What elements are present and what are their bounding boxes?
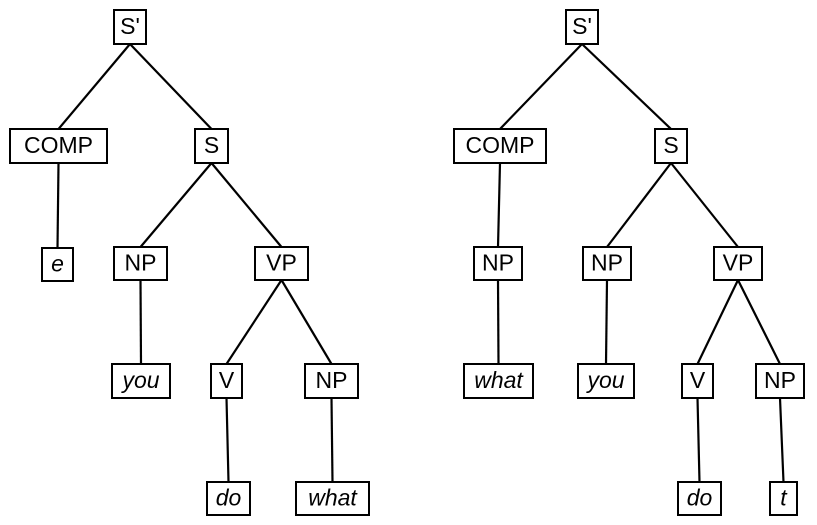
- node-label-L-VP: VP: [266, 250, 297, 276]
- node-label-L-you: you: [120, 367, 159, 393]
- node-label-L-what: what: [308, 485, 358, 511]
- tree-node-R-NP0[interactable]: NP: [472, 245, 524, 282]
- node-box-R-what: [462, 362, 535, 400]
- branch-line-R-NP2-to-R-t: [778, 397, 785, 483]
- node-label-R-VP: VP: [723, 250, 754, 276]
- node-label-L-do: do: [216, 485, 242, 511]
- node-box-L-what: [294, 480, 371, 517]
- branch-line-R-NP0-to-R-what: [496, 279, 500, 365]
- tree-node-L-Sbar[interactable]: S': [112, 8, 148, 46]
- node-label-L-e: e: [51, 251, 64, 277]
- tree-node-R-NP2[interactable]: NP: [754, 362, 806, 400]
- tree-node-R-Sbar[interactable]: S': [564, 8, 600, 46]
- tree-node-R-VP[interactable]: VP: [712, 245, 764, 282]
- node-label-L-Sbar: S': [120, 13, 140, 39]
- node-box-R-t: [768, 480, 799, 517]
- node-label-R-Sbar: S': [572, 13, 592, 39]
- node-box-L-do: [205, 480, 252, 517]
- branch-line-R-VP-to-R-NP2: [737, 279, 781, 365]
- tree-node-R-what[interactable]: what: [462, 362, 535, 400]
- node-box-L-Sbar: [112, 8, 148, 46]
- tree-node-L-NP2[interactable]: NP: [303, 362, 360, 400]
- node-box-R-V: [680, 362, 715, 400]
- node-label-L-NP2: NP: [316, 367, 348, 393]
- tree-node-L-VP[interactable]: VP: [253, 245, 310, 282]
- node-box-R-NP0: [472, 245, 524, 282]
- branch-line-L-V-to-L-do: [225, 397, 230, 483]
- node-box-L-V: [209, 362, 244, 400]
- tree-node-R-COMP[interactable]: COMP: [452, 127, 548, 165]
- branch-line-R-Sbar-to-R-COMP: [499, 43, 583, 130]
- node-label-L-NP1: NP: [125, 250, 157, 276]
- tree-node-R-you[interactable]: you: [576, 362, 636, 400]
- branch-line-L-S-to-L-VP: [210, 162, 283, 248]
- tree-node-R-V[interactable]: V: [680, 362, 715, 400]
- tree-node-R-NP1[interactable]: NP: [581, 245, 633, 282]
- surface-structure-tree-nodes: S' COMP S NP NP VP what you V NP do t: [452, 8, 806, 517]
- branch-line-R-S-to-R-NP1: [606, 162, 672, 248]
- node-label-R-what: what: [474, 367, 524, 393]
- branch-line-R-S-to-R-VP: [670, 162, 739, 248]
- node-box-R-NP2: [754, 362, 806, 400]
- node-box-L-COMP: [8, 127, 109, 165]
- node-label-L-V: V: [219, 367, 235, 393]
- node-label-L-COMP: COMP: [24, 132, 93, 158]
- tree-node-R-do[interactable]: do: [676, 480, 723, 517]
- branch-line-L-S-to-L-NP1: [139, 162, 213, 248]
- tree-node-L-S[interactable]: S: [193, 127, 230, 165]
- node-box-L-NP1: [112, 245, 169, 282]
- branch-line-R-Sbar-to-R-S: [581, 43, 672, 130]
- surface-structure-tree-edges: [496, 43, 785, 483]
- branch-line-R-NP1-to-R-you: [604, 279, 609, 365]
- branch-line-R-COMP-to-R-NP0: [496, 162, 502, 248]
- node-box-R-do: [676, 480, 723, 517]
- tree-node-L-e[interactable]: e: [40, 246, 75, 283]
- node-box-R-NP1: [581, 245, 633, 282]
- node-box-L-e: [40, 246, 75, 283]
- node-label-R-you: you: [585, 367, 624, 393]
- deep-structure-tree-edges: [56, 43, 334, 483]
- tree-node-L-V[interactable]: V: [209, 362, 244, 400]
- node-box-L-you: [110, 362, 172, 400]
- node-box-R-COMP: [452, 127, 548, 165]
- node-box-R-VP: [712, 245, 764, 282]
- node-box-R-you: [576, 362, 636, 400]
- node-label-R-NP1: NP: [591, 250, 623, 276]
- node-box-L-VP: [253, 245, 310, 282]
- branch-line-L-VP-to-L-NP2: [280, 279, 333, 365]
- branch-line-L-NP2-to-L-what: [330, 397, 334, 483]
- branch-line-L-COMP-to-L-e: [56, 162, 60, 249]
- tree-node-L-you[interactable]: you: [110, 362, 172, 400]
- tree-node-L-COMP[interactable]: COMP: [8, 127, 109, 165]
- tree-node-L-NP1[interactable]: NP: [112, 245, 169, 282]
- tree-node-L-do[interactable]: do: [205, 480, 252, 517]
- node-label-R-do: do: [687, 485, 713, 511]
- node-label-L-S: S: [204, 132, 219, 158]
- node-box-L-NP2: [303, 362, 360, 400]
- branch-line-R-VP-to-R-V: [696, 279, 739, 365]
- node-box-L-S: [193, 127, 230, 165]
- node-label-R-COMP: COMP: [466, 132, 535, 158]
- branch-lines-layer: [56, 43, 785, 483]
- node-label-R-V: V: [690, 367, 706, 393]
- branch-line-R-V-to-R-do: [696, 397, 701, 483]
- branch-line-L-VP-to-L-V: [225, 279, 283, 365]
- node-label-R-S: S: [663, 132, 678, 158]
- branch-line-L-NP1-to-L-you: [139, 279, 143, 365]
- tree-node-R-t[interactable]: t: [768, 480, 799, 517]
- tree-node-R-S[interactable]: S: [653, 127, 689, 165]
- tree-node-L-what[interactable]: what: [294, 480, 371, 517]
- node-label-R-t: t: [780, 485, 788, 511]
- branch-line-L-Sbar-to-L-COMP: [57, 43, 131, 130]
- node-box-R-Sbar: [564, 8, 600, 46]
- node-box-R-S: [653, 127, 689, 165]
- node-label-R-NP0: NP: [482, 250, 514, 276]
- branch-line-L-Sbar-to-L-S: [129, 43, 213, 130]
- node-label-R-NP2: NP: [764, 367, 796, 393]
